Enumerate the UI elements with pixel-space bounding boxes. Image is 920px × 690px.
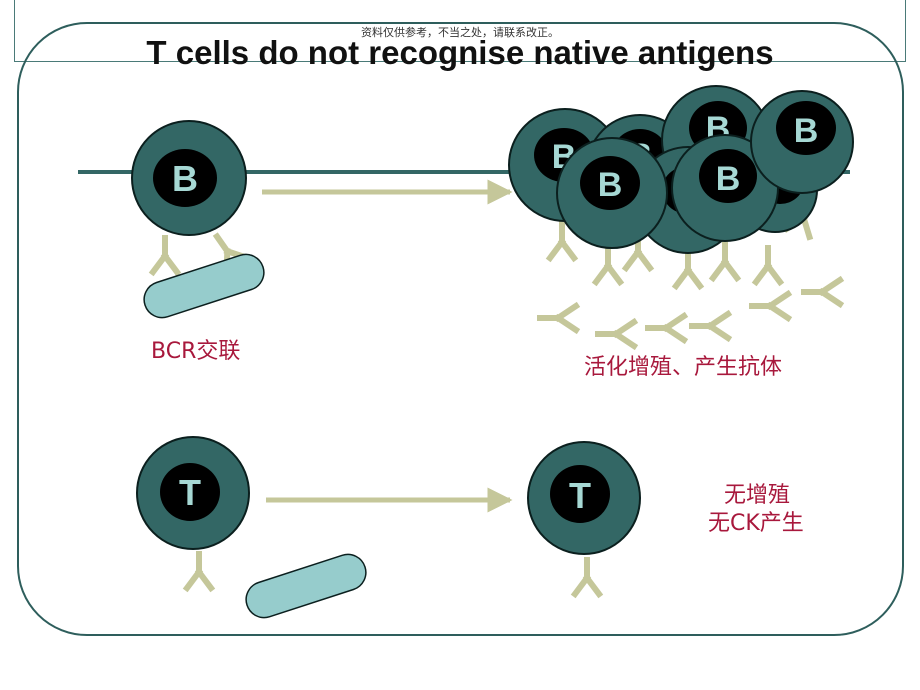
svg-text:T: T xyxy=(569,475,591,516)
caption-no-ck: 无CK产生 xyxy=(708,511,804,536)
t-cell-right: T xyxy=(527,441,641,594)
antigen-t xyxy=(245,553,367,619)
svg-text:B: B xyxy=(598,166,623,204)
antigen-b xyxy=(143,253,265,319)
b-cell-left: B xyxy=(131,120,246,272)
caption-bcr-crosslink: BCR交联 xyxy=(151,339,241,364)
notice-banner: 资料仅供参考，不当之处，请联系改正。 xyxy=(14,0,906,62)
free-antibodies xyxy=(540,280,840,346)
t-cell-label: T xyxy=(179,472,201,513)
caption-activation: 活化增殖、产生抗体 xyxy=(584,355,783,380)
caption-no-proliferation: 无增殖 xyxy=(724,483,791,508)
notice-text: 资料仅供参考，不当之处，请联系改正。 xyxy=(361,26,559,39)
slide-frame xyxy=(17,22,904,636)
svg-text:B: B xyxy=(794,112,819,150)
t-cell-left: T xyxy=(136,436,250,588)
b-cell-cluster: B B B B B B xyxy=(508,85,854,286)
svg-text:B: B xyxy=(716,160,741,198)
slide-title: T cells do not recognise native antigens xyxy=(146,34,774,71)
b-cell-label: B xyxy=(172,158,198,199)
